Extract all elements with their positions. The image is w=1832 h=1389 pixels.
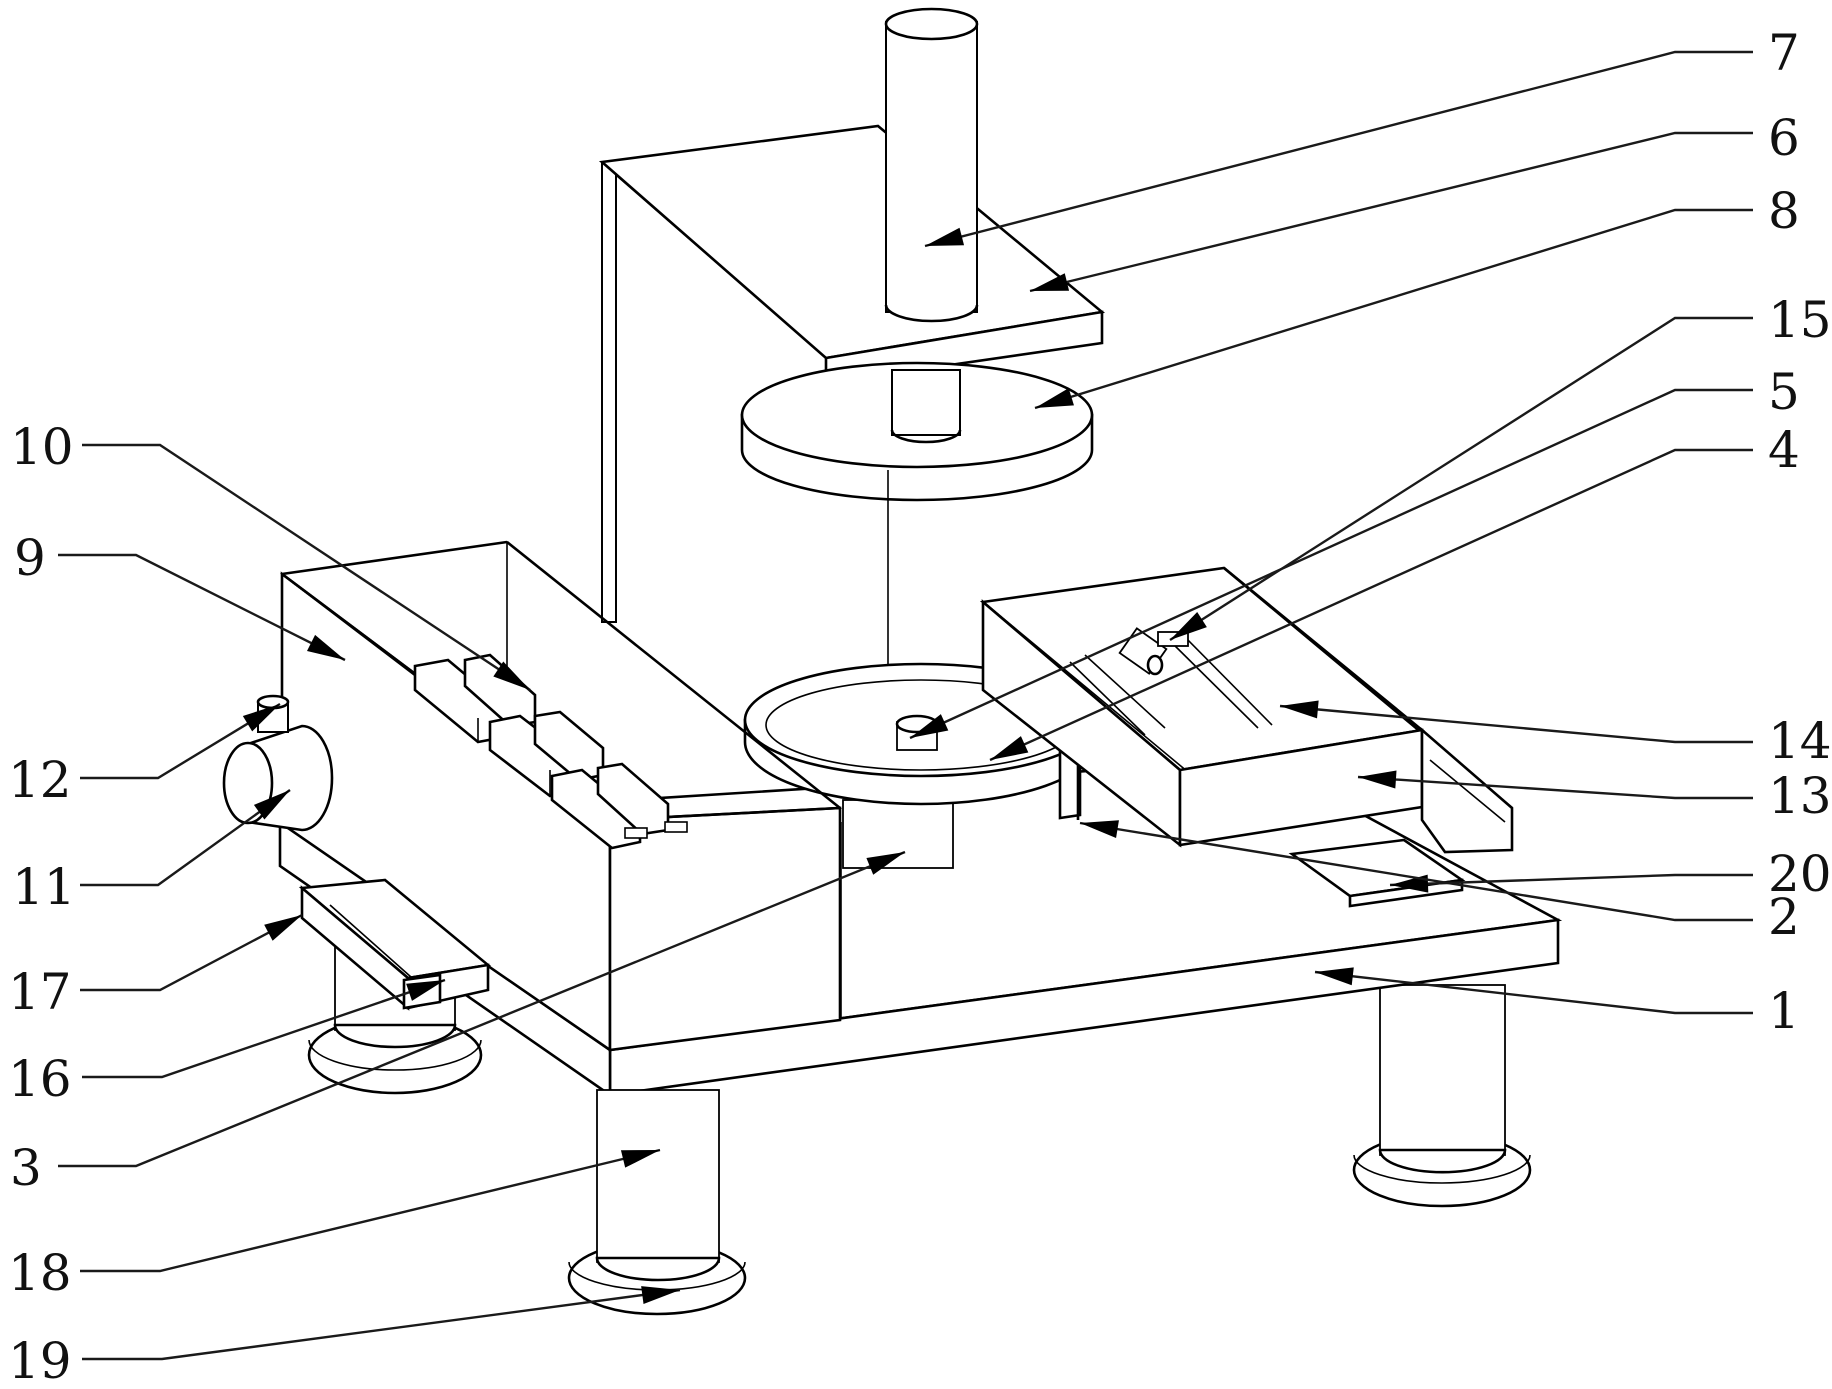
arrowhead-icon <box>990 736 1029 760</box>
leader-line-17 <box>80 913 303 992</box>
motor <box>222 694 334 832</box>
frame-column <box>601 161 617 623</box>
arrowhead-icon <box>1035 388 1074 408</box>
leader-line-16 <box>82 978 446 1079</box>
arrowhead-icon <box>910 714 949 738</box>
arrowhead-icon <box>925 227 965 246</box>
arrowhead-icon <box>264 915 302 941</box>
label-9: 9 <box>14 529 46 587</box>
arrowhead-icon <box>493 661 530 690</box>
label-20: 20 <box>1768 845 1832 903</box>
arrowhead-icon <box>641 1286 680 1304</box>
arrowhead-icon <box>307 634 345 660</box>
leader-lines <box>58 50 1753 1361</box>
leader-line-11 <box>80 789 291 887</box>
label-5: 5 <box>1768 363 1800 421</box>
leader-line-15 <box>1169 316 1753 642</box>
labels-left: 10 9 12 11 17 16 3 18 19 <box>8 418 76 1389</box>
arrowhead-icon <box>620 1150 660 1168</box>
label-16: 16 <box>8 1050 72 1108</box>
front-leg <box>567 1089 747 1316</box>
slide-rail <box>1069 631 1273 736</box>
collection-box <box>279 540 843 1053</box>
leader-line-6 <box>1029 131 1753 293</box>
cylinder <box>884 7 979 323</box>
labels-right: 7 6 8 15 5 4 14 13 20 2 1 <box>1768 24 1832 1040</box>
label-6: 6 <box>1768 109 1800 167</box>
leader-line-20 <box>1389 873 1753 887</box>
arrowhead-icon <box>253 790 290 820</box>
label-3: 3 <box>10 1139 42 1197</box>
leader-line-12 <box>80 702 281 780</box>
top-plate <box>598 124 1106 385</box>
feed-box <box>979 566 1514 854</box>
leader-line-5 <box>909 388 1753 740</box>
leader-line-19 <box>82 1288 681 1361</box>
leader-line-3 <box>58 850 906 1168</box>
label-18: 18 <box>8 1244 72 1302</box>
label-2: 2 <box>1768 888 1800 946</box>
label-14: 14 <box>1768 712 1832 770</box>
label-13: 13 <box>1768 767 1832 825</box>
leader-line-18 <box>80 1148 661 1273</box>
label-19: 19 <box>8 1332 72 1389</box>
arrowhead-icon <box>1030 273 1070 291</box>
label-1: 1 <box>1768 982 1800 1040</box>
leader-line-14 <box>1279 704 1753 744</box>
arrowhead-icon <box>1358 770 1397 789</box>
guide-blocks <box>413 653 688 850</box>
leader-line-2 <box>1079 821 1753 922</box>
label-7: 7 <box>1768 24 1800 82</box>
rear-right-leg <box>1352 984 1532 1208</box>
leader-line-8 <box>1034 208 1753 410</box>
arrowhead-icon <box>406 980 445 1001</box>
label-12: 12 <box>8 751 72 809</box>
leader-line-4 <box>989 448 1753 762</box>
label-11: 11 <box>12 858 76 916</box>
label-8: 8 <box>1768 182 1800 240</box>
leader-line-9 <box>58 553 346 662</box>
press-disc <box>740 361 1094 668</box>
leader-line-1 <box>1314 970 1753 1015</box>
leader-line-7 <box>924 50 1753 248</box>
arrowhead-icon <box>242 704 280 732</box>
arrowhead-icon <box>1280 700 1319 719</box>
arrowhead-icon <box>1170 611 1207 640</box>
label-10: 10 <box>10 418 74 476</box>
arrowhead-icon <box>866 852 905 875</box>
arrowhead-icon <box>1315 967 1354 986</box>
label-15: 15 <box>1768 291 1832 349</box>
arrowhead-icon <box>1080 820 1119 838</box>
leader-line-13 <box>1357 775 1753 800</box>
leader-line-10 <box>82 443 531 692</box>
label-17: 17 <box>8 963 72 1021</box>
label-4: 4 <box>1768 421 1800 479</box>
